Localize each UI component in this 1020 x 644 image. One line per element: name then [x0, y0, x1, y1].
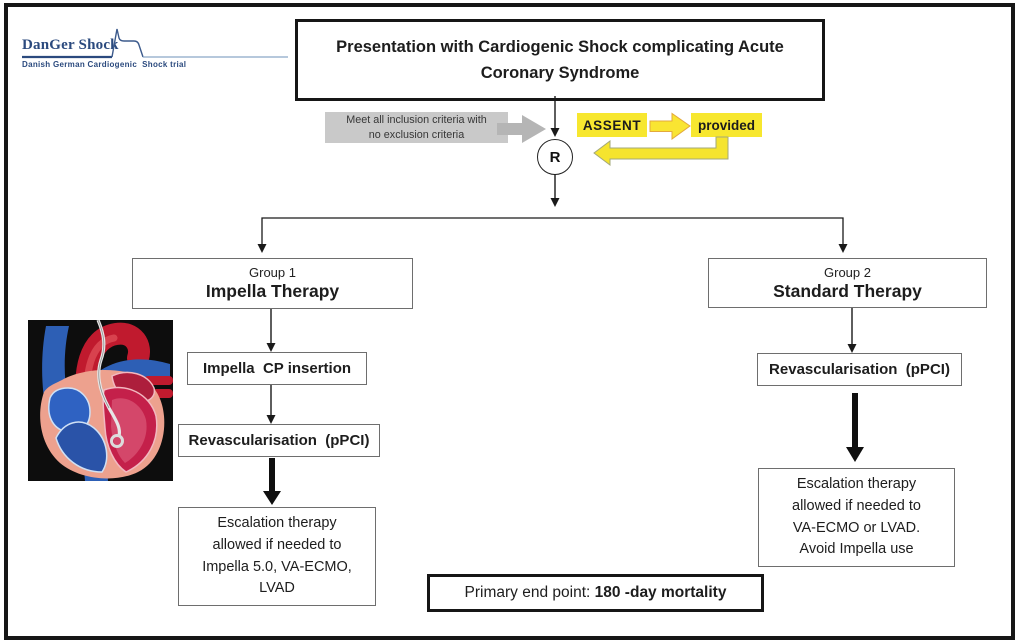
heart-impella-illustration: [28, 320, 173, 481]
escalation-box-group1: Escalation therapy allowed if needed to …: [178, 507, 376, 606]
primary-endpoint-box: Primary end point: 180 -day mortality: [427, 574, 764, 612]
escalation-g2-line4: Avoid Impella use: [799, 541, 914, 558]
randomization-symbol: R: [537, 139, 573, 175]
escalation-g2-line2: allowed if needed to: [792, 497, 921, 514]
escalation-g1-line4: LVAD: [259, 580, 295, 597]
pressure-waveform-icon: [22, 28, 288, 59]
impella-insertion-box: Impella CP insertion: [187, 352, 367, 385]
assent-status: provided: [691, 113, 762, 137]
escalation-g1-line2: allowed if needed to: [212, 536, 342, 553]
escalation-g1-line1: Escalation therapy: [217, 515, 337, 531]
group2-name: Group 2: [824, 264, 871, 280]
group1-box: Group 1 Impella Therapy: [132, 258, 413, 309]
group1-name: Group 1: [249, 265, 296, 280]
escalation-box-group2: Escalation therapy allowed if needed to …: [758, 468, 955, 567]
escalation-g1-line3: Impella 5.0, VA-ECMO,: [202, 558, 352, 575]
impella-insertion-label: Impella CP insertion: [202, 360, 352, 377]
escalation-g2-line1: Escalation therapy: [796, 476, 917, 492]
header-line2: Coronary Syndrome: [480, 64, 640, 82]
escalation-g2-line3: VA-ECMO or LVAD.: [792, 519, 921, 536]
criteria-line2: no exclusion criteria: [368, 128, 465, 141]
group2-box: Group 2 Standard Therapy: [708, 258, 987, 308]
group2-therapy: Standard Therapy: [773, 280, 922, 301]
revascularisation-box-group1: Revascularisation (pPCI): [178, 424, 380, 457]
header-line1: Presentation with Cardiogenic Shock comp…: [336, 37, 784, 56]
primary-endpoint-prefix: Primary end point:: [464, 584, 595, 601]
revascularisation-label-group2: Revascularisation (pPCI): [769, 361, 950, 378]
primary-endpoint-value: 180 -day mortality: [594, 584, 727, 601]
group1-therapy: Impella Therapy: [205, 281, 340, 301]
criteria-line1: Meet all inclusion criteria with: [346, 113, 487, 126]
assent-label: ASSENT: [577, 113, 647, 137]
figure-border-frame: [4, 3, 1015, 640]
inclusion-criteria-note: Meet all inclusion criteria with no excl…: [325, 112, 508, 143]
logo-title: DanGer Shock: [22, 37, 119, 53]
revascularisation-label-group1: Revascularisation (pPCI): [188, 432, 370, 449]
revascularisation-box-group2: Revascularisation (pPCI): [757, 353, 962, 386]
logo-subtitle: Danish German Cardiogenic Shock trial: [22, 60, 187, 69]
presentation-header-box: Presentation with Cardiogenic Shock comp…: [295, 19, 825, 101]
